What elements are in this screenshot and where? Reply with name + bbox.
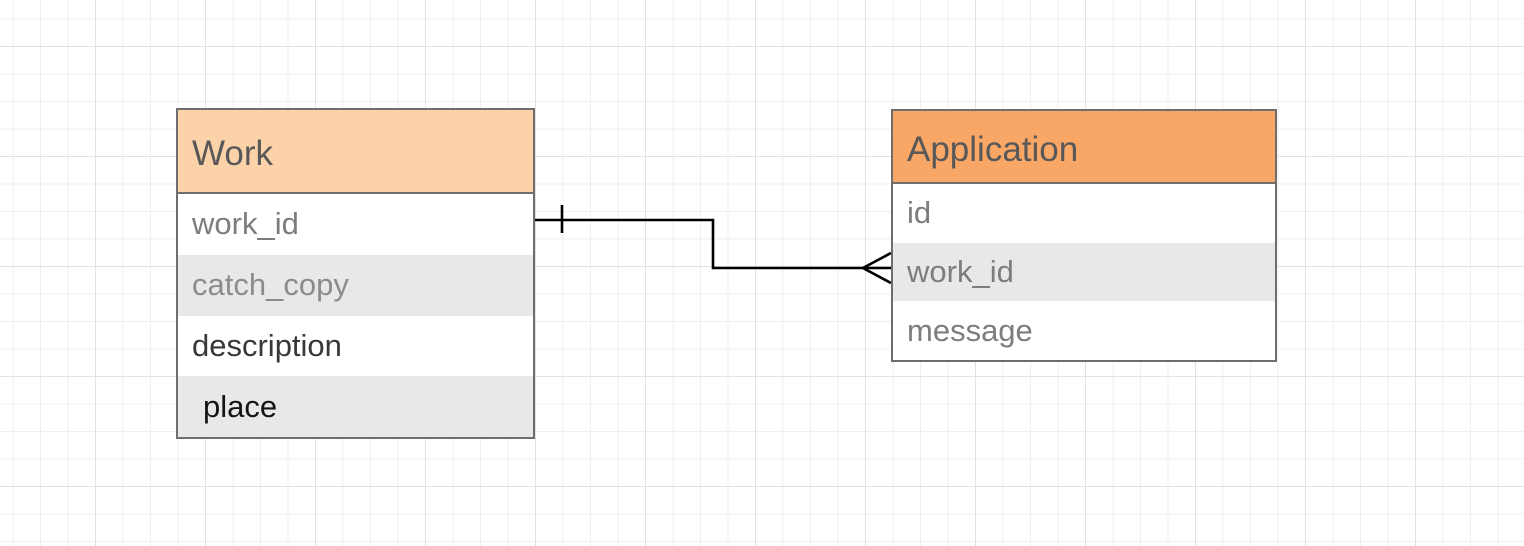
entity-work-header[interactable]: Work (178, 110, 533, 194)
field-label: work_id (192, 206, 299, 242)
entity-work-field-work_id[interactable]: work_id (178, 194, 533, 255)
entity-application-field-message[interactable]: message (893, 301, 1275, 361)
connector-path[interactable] (535, 218, 891, 270)
entity-work-title: Work (192, 134, 274, 173)
entity-work-field-catch_copy[interactable]: catch_copy (178, 254, 533, 316)
entity-work[interactable]: Work work_id catch_copy description plac… (176, 108, 535, 439)
field-label: message (907, 312, 1033, 348)
field-label: work_id (907, 254, 1014, 289)
entity-application-field-id[interactable]: id (893, 184, 1275, 243)
field-label: id (907, 195, 932, 231)
entity-application[interactable]: Application id work_id message (891, 109, 1277, 362)
entity-application-header[interactable]: Application (893, 111, 1275, 184)
field-label: place (203, 388, 278, 424)
field-label: catch_copy (192, 267, 349, 303)
entity-work-field-place[interactable]: place (178, 376, 533, 437)
field-label: description (192, 327, 342, 363)
many-cardinality-crowfoot-icon (860, 251, 892, 285)
entity-work-field-description[interactable]: description (178, 315, 533, 377)
entity-application-field-work_id[interactable]: work_id (893, 242, 1275, 302)
relationship-work-application[interactable] (535, 205, 892, 285)
entity-application-title: Application (907, 129, 1079, 169)
